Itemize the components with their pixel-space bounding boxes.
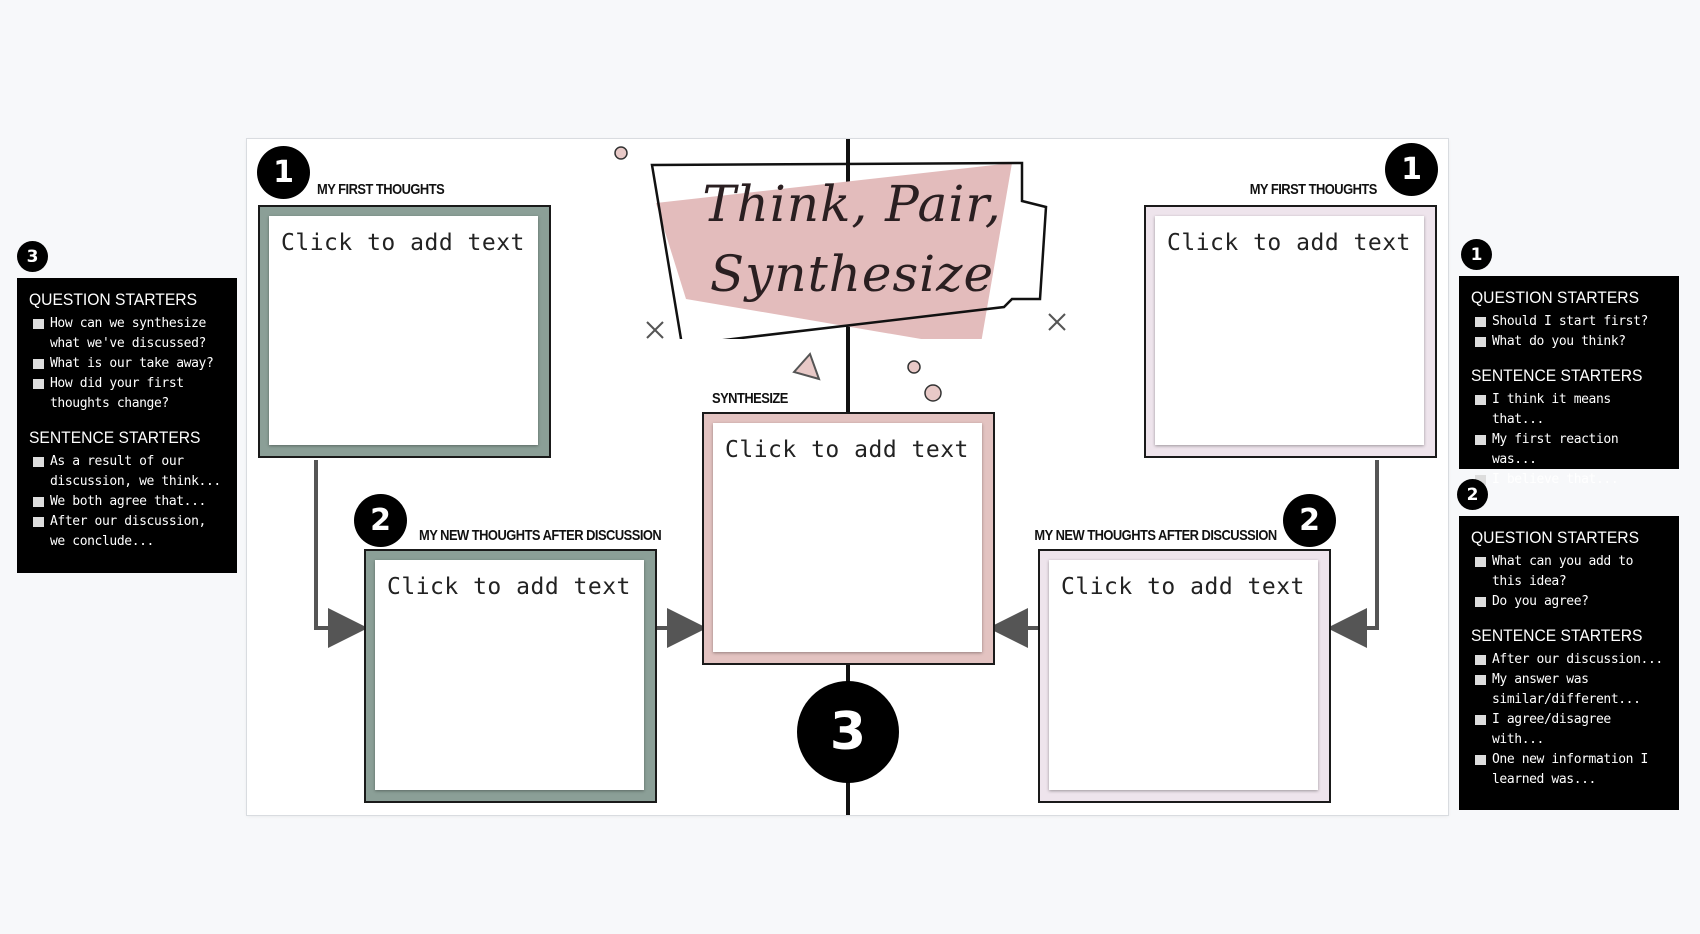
text-placeholder[interactable]: Click to add text — [1167, 230, 1411, 256]
new-thoughts-box-right[interactable]: Click to add text — [1038, 549, 1331, 803]
text-placeholder[interactable]: Click to add text — [387, 574, 631, 600]
step-2-badge: 2 — [354, 494, 407, 547]
left-starters-panel[interactable]: QUESTION STARTERS How can we synthesize … — [17, 278, 237, 573]
list-item: One new information I learned was... — [1471, 750, 1667, 790]
text-placeholder[interactable]: Click to add text — [1061, 574, 1305, 600]
list-item: I agree/disagree with... — [1471, 710, 1667, 750]
title-line-2: Synthesize — [709, 245, 995, 303]
first-thoughts-box-left[interactable]: Click to add text — [258, 205, 551, 458]
list-item: I think it means that... — [1471, 390, 1667, 430]
sentence-starters-title: SENTENCE STARTERS — [1471, 626, 1643, 645]
step-3-badge: 3 — [17, 241, 48, 272]
question-list: What can you add to this idea? Do you ag… — [1471, 552, 1667, 612]
slide-canvas[interactable]: Think, Pair, Synthesize 1 MY FIRST THOUG… — [247, 139, 1448, 815]
list-item: What is our take away? — [29, 354, 225, 374]
title-line-1: Think, Pair, — [702, 175, 1002, 233]
sentence-list: After our discussion... My answer was si… — [1471, 650, 1667, 790]
step-1-badge: 1 — [1461, 239, 1492, 270]
list-item: Should I start first? — [1471, 312, 1667, 332]
list-item: Do you agree? — [1471, 592, 1667, 612]
question-starters-title: QUESTION STARTERS — [1471, 288, 1640, 307]
new-thoughts-label: MY NEW THOUGHTS AFTER DISCUSSION — [419, 527, 662, 544]
title-banner: Think, Pair, Synthesize — [642, 149, 1062, 339]
sentence-starters-title: SENTENCE STARTERS — [29, 428, 201, 447]
list-item: My answer was similar/different... — [1471, 670, 1667, 710]
question-starters-title: QUESTION STARTERS — [1471, 528, 1640, 547]
first-thoughts-label: MY FIRST THOUGHTS — [317, 181, 445, 198]
list-item: How did your first thoughts change? — [29, 374, 225, 414]
question-list: Should I start first? What do you think? — [1471, 312, 1667, 352]
right-starters-panel-1[interactable]: QUESTION STARTERS Should I start first? … — [1459, 276, 1679, 487]
sentence-list: As a result of our discussion, we think.… — [29, 452, 225, 552]
step-2-badge: 2 — [1283, 494, 1336, 547]
sentence-list: I think it means that... My first reacti… — [1471, 390, 1667, 490]
first-thoughts-label: MY FIRST THOUGHTS — [1249, 181, 1378, 198]
text-placeholder[interactable]: Click to add text — [725, 437, 969, 463]
step-1-badge: 1 — [1385, 143, 1438, 196]
sentence-starters-title: SENTENCE STARTERS — [1471, 366, 1643, 385]
question-list: How can we synthesize what we've discuss… — [29, 314, 225, 414]
list-item: What do you think? — [1471, 332, 1667, 352]
list-item: I believe that... — [1471, 470, 1667, 490]
list-item: My first reaction was... — [1471, 430, 1667, 470]
first-thoughts-box-right[interactable]: Click to add text — [1144, 205, 1437, 458]
step-2-badge: 2 — [1457, 479, 1488, 510]
new-thoughts-box-left[interactable]: Click to add text — [364, 549, 657, 803]
text-placeholder[interactable]: Click to add text — [281, 230, 525, 256]
list-item: How can we synthesize what we've discuss… — [29, 314, 225, 354]
list-item: What can you add to this idea? — [1471, 552, 1667, 592]
new-thoughts-label: MY NEW THOUGHTS AFTER DISCUSSION — [1034, 527, 1278, 544]
right-starters-panel-2[interactable]: QUESTION STARTERS What can you add to th… — [1459, 516, 1679, 810]
step-1-badge: 1 — [257, 146, 310, 199]
step-3-badge: 3 — [797, 681, 899, 783]
list-item: As a result of our discussion, we think.… — [29, 452, 225, 492]
synthesize-box[interactable]: Click to add text — [702, 412, 995, 665]
list-item: After our discussion, we conclude... — [29, 512, 225, 552]
synthesize-label: SYNTHESIZE — [712, 390, 788, 407]
list-item: After our discussion... — [1471, 650, 1667, 670]
question-starters-title: QUESTION STARTERS — [29, 290, 198, 309]
list-item: We both agree that... — [29, 492, 225, 512]
